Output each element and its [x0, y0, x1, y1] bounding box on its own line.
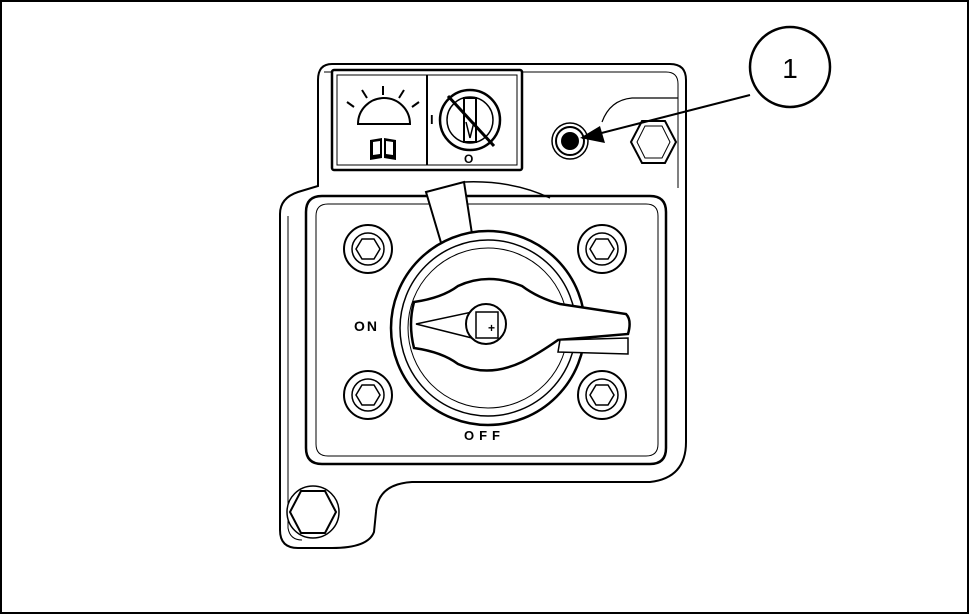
- instruction-decal: I O: [330, 68, 524, 172]
- screw-bottom-right: [577, 370, 627, 420]
- indicator-lamp: [551, 122, 589, 160]
- hex-bolt-top-right: [629, 120, 678, 164]
- hex-bolt-bottom-left: [286, 485, 340, 539]
- book-icon: [370, 138, 396, 160]
- on-mark: I: [430, 112, 434, 127]
- screw-top-left: [343, 224, 393, 274]
- off-label: OFF: [464, 428, 505, 443]
- screw-bottom-left: [343, 370, 393, 420]
- callout-1: 1: [580, 25, 832, 143]
- callout-number: 1: [782, 53, 798, 84]
- screw-top-right: [577, 224, 627, 274]
- switch-handle[interactable]: +: [409, 277, 631, 372]
- key-switch-icon: I O: [430, 88, 502, 166]
- light-icon: [346, 86, 420, 125]
- on-label: ON: [354, 318, 379, 334]
- battery-symbol: +: [488, 321, 495, 335]
- off-mark: O: [464, 152, 473, 166]
